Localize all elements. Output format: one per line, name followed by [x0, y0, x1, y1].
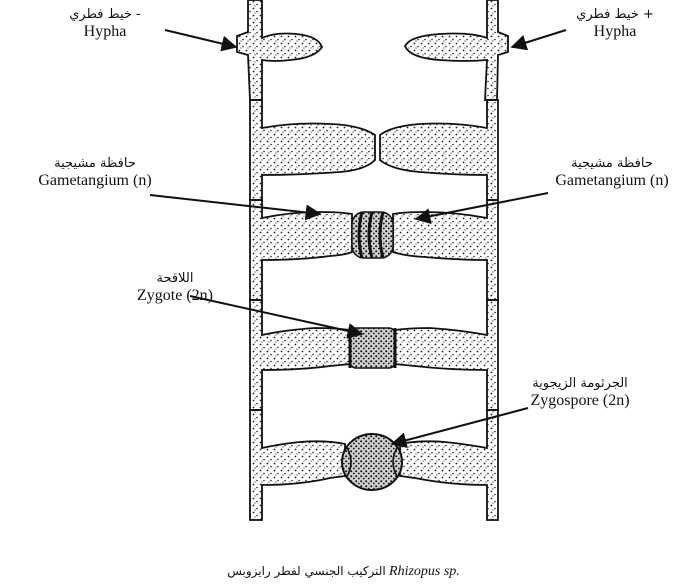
- arrow-zygospore: [392, 408, 528, 444]
- label-gametangium-right-english: Gametangium (n): [537, 172, 687, 190]
- label-gametangium-left-english: Gametangium (n): [20, 172, 170, 190]
- label-zygote: اللاقحة Zygote (2n): [115, 272, 235, 305]
- arrow-hypha-minus: [165, 30, 236, 47]
- stage-septa: [250, 200, 498, 300]
- label-gametangium-left: حافظة مشيجية Gametangium (n): [20, 157, 170, 190]
- arrow-gametangium-left: [150, 195, 320, 214]
- label-zygote-arabic: اللاقحة: [115, 272, 235, 287]
- figure-caption: التركيب الجنسي لفطر رايزوبس Rhizopus sp.: [0, 563, 687, 580]
- label-hypha-plus: خيط فطري + Hypha: [565, 8, 665, 41]
- stage-contact: [250, 100, 498, 200]
- stage-hyphae: [237, 0, 508, 100]
- label-gametangium-left-arabic: حافظة مشيجية: [20, 157, 170, 172]
- label-hypha-plus-english: Hypha: [565, 23, 665, 41]
- label-gametangium-right: حافظة مشيجية Gametangium (n): [537, 157, 687, 190]
- label-zygospore-arabic: الجرثومة الزيجوية: [505, 377, 655, 392]
- label-gametangium-right-arabic: حافظة مشيجية: [537, 157, 687, 172]
- label-zygote-english: Zygote (2n): [115, 287, 235, 305]
- caption-arabic: التركيب الجنسي لفطر رايزوبس: [227, 564, 386, 578]
- arrow-hypha-plus: [512, 30, 566, 47]
- caption-scientific-name: Rhizopus sp.: [389, 564, 460, 579]
- label-hypha-minus-english: Hypha: [55, 23, 155, 41]
- label-hypha-plus-arabic: خيط فطري +: [565, 8, 665, 23]
- label-hypha-minus: خيط فطري - Hypha: [55, 8, 155, 41]
- label-zygospore-english: Zygospore (2n): [505, 392, 655, 410]
- label-zygospore: الجرثومة الزيجوية Zygospore (2n): [505, 377, 655, 410]
- arrow-gametangium-right: [416, 193, 548, 219]
- label-hypha-minus-arabic: خيط فطري -: [55, 8, 155, 23]
